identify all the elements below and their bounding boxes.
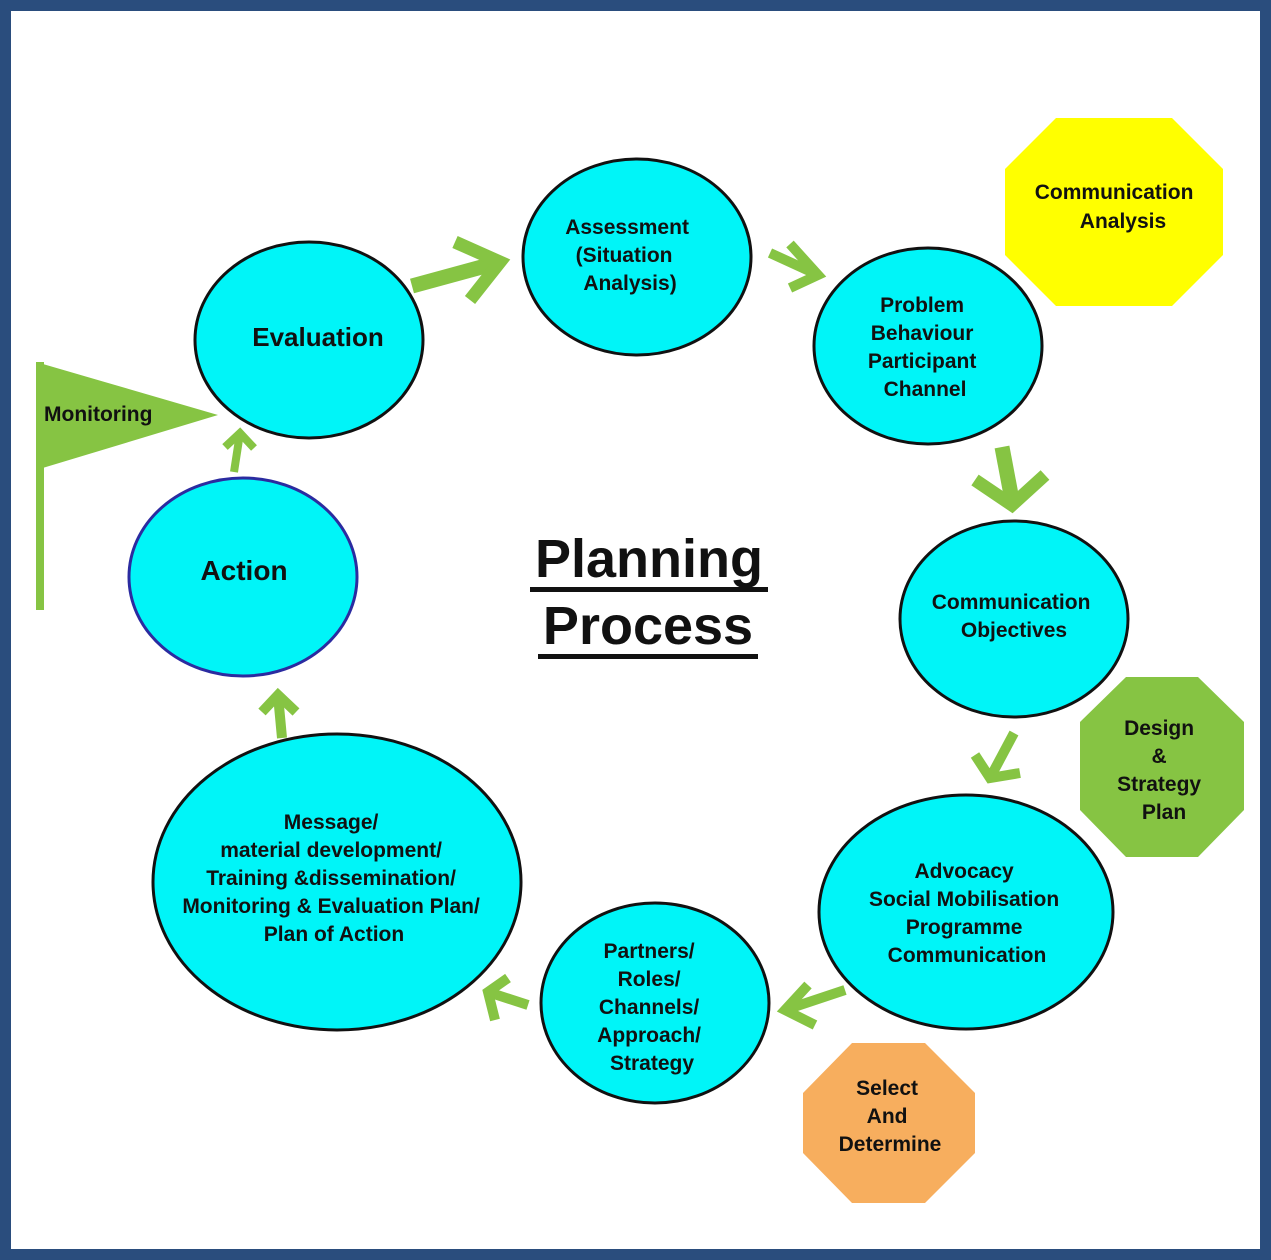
flag-pole (36, 362, 44, 610)
assessment-line-3: Analysis) (583, 272, 676, 295)
svg-text:Evaluation: Evaluation (252, 322, 383, 352)
problem-line-3: Participant (868, 350, 977, 373)
partners-line-1: Partners/ (604, 940, 695, 963)
svg-text:Communication Analysis: Communication Analysis (1035, 181, 1200, 233)
select-determine-line-2: And (867, 1105, 908, 1128)
node-action-shape (127, 476, 359, 678)
communication-analysis-callout: Communication Analysis (1005, 118, 1223, 306)
evaluation-label: Evaluation (252, 322, 383, 352)
message-line-4: Monitoring & Evaluation Plan/ (182, 895, 480, 918)
svg-text:Message/ material develo: Message/ material development/ Training … (182, 811, 485, 946)
action-label: Action (200, 555, 287, 586)
arrow-advocacy-to-partners (776, 981, 847, 1030)
node-problem: Problem Behaviour Participant Channel (812, 246, 1044, 446)
arrow-partners-to-message (482, 973, 530, 1022)
title-line-1: Planning (535, 529, 763, 589)
node-message-shape (151, 732, 523, 1032)
node-advocacy-shape (817, 793, 1115, 1031)
svg-text:Assessment (Situation: Assessment (Situation Analysis) (565, 216, 695, 295)
design-strategy-callout: Design & Strategy Plan (1080, 677, 1244, 857)
title-underline-2 (538, 654, 758, 659)
arrow-problem-to-objectives (971, 445, 1050, 514)
node-evaluation: Evaluation (193, 240, 425, 440)
flag-pennant (36, 362, 218, 470)
svg-text:Communication Objectives: Communication Objectives (932, 591, 1097, 642)
title-underline-1 (530, 587, 768, 592)
octagon-green (1080, 677, 1244, 857)
octagon-yellow (1005, 118, 1223, 306)
node-advocacy: Advocacy Social Mobilisation Programme C… (817, 793, 1115, 1031)
message-line-3: Training &dissemination/ (206, 867, 456, 890)
arrow-action-to-evaluation (222, 427, 257, 473)
select-determine-line-1: Select (856, 1077, 918, 1100)
objectives-line-2: Objectives (961, 619, 1067, 642)
partners-line-2: Roles/ (618, 968, 681, 991)
message-line-5: Plan of Action (264, 923, 404, 946)
node-partners-shape (539, 901, 771, 1105)
advocacy-line-3: Programme (906, 916, 1023, 939)
communication-analysis-line-1: Communication (1035, 181, 1194, 204)
arrow-objectives-to-advocacy (970, 730, 1021, 784)
partners-line-5: Strategy (610, 1052, 694, 1075)
flow-arrows (222, 236, 1050, 1030)
problem-line-4: Channel (884, 378, 967, 401)
assessment-line-2: (Situation (576, 244, 673, 267)
svg-text:Select And Determi: Select And Determine (839, 1077, 942, 1156)
arrow-evaluation-to-assessment (410, 236, 511, 305)
select-determine-line-3: Determine (839, 1133, 942, 1156)
diagram-title: Planning Process (530, 529, 768, 659)
design-strategy-line-2: & (1151, 745, 1166, 768)
node-evaluation-shape (193, 240, 425, 440)
assessment-line-1: Assessment (565, 216, 689, 239)
node-objectives-shape (898, 519, 1130, 719)
svg-text:Advocacy Social Mobilisa: Advocacy Social Mobilisation Programme C… (869, 860, 1065, 967)
monitoring-label: Monitoring (44, 403, 152, 426)
partners-line-4: Approach/ (597, 1024, 701, 1047)
svg-text:Design & Strategy: Design & Strategy Plan (1117, 717, 1207, 824)
design-strategy-line-4: Plan (1142, 801, 1186, 824)
node-objectives: Communication Objectives (898, 519, 1130, 719)
node-problem-shape (812, 246, 1044, 446)
select-determine-callout: Select And Determine (803, 1043, 975, 1203)
design-strategy-line-3: Strategy (1117, 773, 1201, 796)
monitoring-flag: Monitoring (36, 362, 218, 610)
node-message: Message/ material development/ Training … (151, 732, 523, 1032)
problem-line-1: Problem (880, 294, 964, 317)
svg-text:Problem Behaviour: Problem Behaviour Participant Channel (868, 294, 982, 401)
design-strategy-line-1: Design (1124, 717, 1194, 740)
objectives-line-1: Communication (932, 591, 1091, 614)
partners-line-3: Channels/ (599, 996, 700, 1019)
node-action: Action (127, 476, 359, 678)
node-partners: Partners/ Roles/ Channels/ Approach/ Str… (539, 901, 771, 1105)
message-line-1: Message/ (284, 811, 379, 834)
advocacy-line-1: Advocacy (914, 860, 1014, 883)
title-line-2: Process (543, 596, 753, 656)
node-assessment: Assessment (Situation Analysis) (521, 157, 753, 357)
svg-text:Action: Action (200, 555, 287, 586)
problem-line-2: Behaviour (871, 322, 974, 345)
advocacy-line-2: Social Mobilisation (869, 888, 1059, 911)
communication-analysis-line-2: Analysis (1080, 210, 1166, 233)
svg-text:Partners/ Roles/ C: Partners/ Roles/ Channels/ Approach/ Str… (597, 940, 707, 1075)
message-line-2: material development/ (220, 839, 442, 862)
arrow-message-to-action (258, 687, 300, 739)
node-assessment-shape (521, 157, 753, 357)
advocacy-line-4: Communication (888, 944, 1047, 967)
octagon-orange (803, 1043, 975, 1203)
arrow-assessment-to-problem (767, 240, 827, 293)
